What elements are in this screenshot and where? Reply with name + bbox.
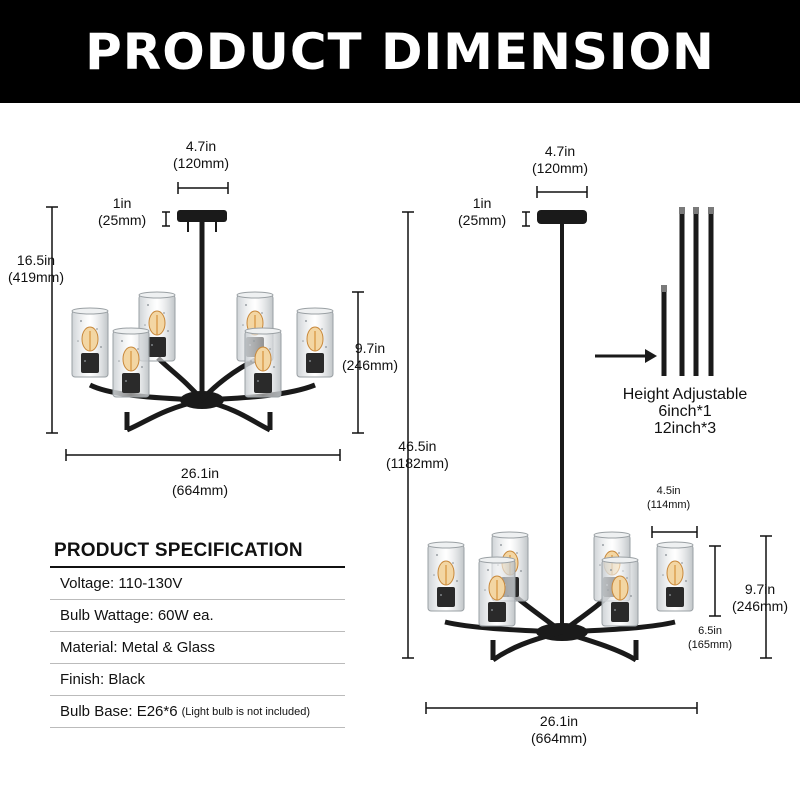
spec-bulb-note: (Light bulb is not included)	[181, 705, 311, 718]
spec-bulb-base: Bulb Base: E26*6 (Light bulb is not incl…	[50, 696, 345, 728]
right-canopy-width-label: 4.7in(120mm)	[532, 143, 589, 176]
spec-title: PRODUCT SPECIFICATION	[54, 540, 303, 561]
left-canopy-height-label: 1in(25mm)	[98, 195, 147, 228]
spec-finish: Finish: Black	[50, 664, 345, 696]
left-shade-height-label: 9.7in(246mm)	[342, 340, 399, 373]
right-chandelier	[444, 210, 676, 663]
right-max-height-label: 46.5in(1182mm)	[386, 438, 449, 471]
right-shade-width-label: 4.5in(114mm)	[647, 485, 691, 511]
page-title: PRODUCT DIMENSION	[85, 22, 715, 81]
right-canopy-height-label: 1in(25mm)	[458, 195, 507, 228]
left-dimension-lines	[46, 182, 364, 461]
title-banner: PRODUCT DIMENSION	[0, 0, 800, 103]
spec-wattage: Bulb Wattage: 60W ea.	[50, 600, 345, 632]
right-total-width-label: 26.1in(664mm)	[531, 713, 588, 746]
spec-material: Material: Metal & Glass	[50, 632, 345, 664]
right-shade-height-label: 9.7in(246mm)	[732, 581, 789, 614]
spec-divider	[50, 566, 345, 568]
left-total-width-label: 26.1in(664mm)	[172, 465, 229, 498]
height-adjustable-note: Height Adjustable 6inch*1 12inch*3	[622, 386, 748, 437]
extension-rods	[595, 207, 714, 376]
left-chandelier	[88, 210, 316, 433]
right-arm-drop-label: 6.5in(165mm)	[688, 625, 733, 651]
left-total-height-label: 16.5in(419mm)	[8, 252, 65, 285]
product-specification: PRODUCT SPECIFICATION Voltage: 110-130V …	[50, 540, 345, 728]
left-canopy-width-label: 4.7in(120mm)	[173, 138, 230, 171]
right-dimension-lines	[402, 186, 772, 714]
spec-voltage: Voltage: 110-130V	[50, 568, 345, 600]
